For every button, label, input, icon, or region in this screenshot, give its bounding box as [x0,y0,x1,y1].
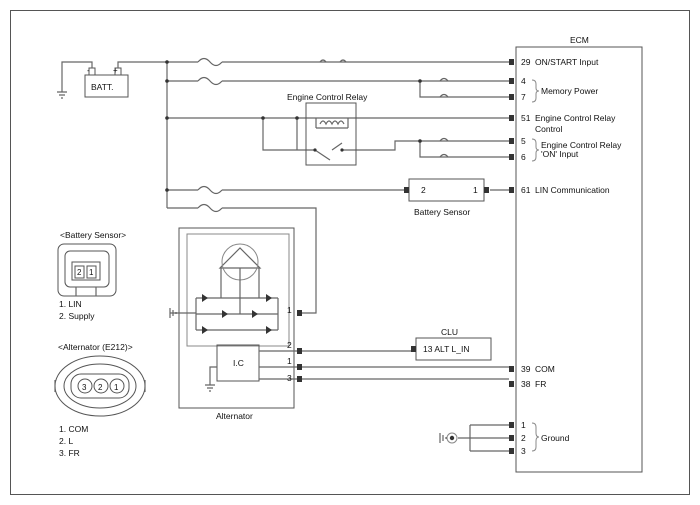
ecm-pin-label: LIN Communication [535,185,610,195]
alternator-pin: 1 [287,356,292,366]
alternator-pin: 2 [287,340,292,350]
battery-sensor-face-number: 2 [77,268,82,277]
engine-control-relay-label: Engine Control Relay [287,92,368,102]
alternator-face-number: 2 [98,383,103,392]
ecm-pin-number: 61 [521,185,531,195]
alternator-pin-desc: 2. L [59,436,73,446]
svg-text:-: - [87,66,90,75]
battery-sensor-face-number: 1 [89,268,94,277]
alternator-pin-desc: 1. COM [59,424,88,434]
alternator-connector-face [54,355,146,417]
alternator-wiring [302,350,509,380]
ecm-block [515,46,643,473]
battery-sensor-connector-title: <Battery Sensor> [60,230,126,240]
alternator-block [169,227,302,409]
ground-label: Ground [541,433,570,443]
relay-on-brace [531,138,540,162]
battery-sensor-pin: 1 [473,185,478,195]
ecm-pin-number: 7 [521,92,526,102]
ecm-pin-number: 1 [521,420,526,430]
alternator-pin: 1 [287,305,292,315]
alternator-connector-title: <Alternator (E212)> [58,342,133,352]
ecm-pin-number: 2 [521,433,526,443]
ecm-pin-number: 29 [521,57,531,67]
ecm-pin-number: 39 [521,364,531,374]
switch-contacts [165,59,449,192]
svg-text:+: + [113,66,118,75]
battery-sensor-pin-desc: 2. Supply [59,311,95,321]
diagram-frame [10,10,690,495]
ecm-ground-wiring [439,424,509,452]
memory-power-brace [531,79,540,103]
power-wiring [166,57,509,314]
ecm-pin-number: 5 [521,136,526,146]
battery-label: BATT. [91,82,114,92]
ecm-pin-label: COM [535,364,555,374]
ecm-control-label: Control [535,124,563,134]
ecm-pin-number: 38 [521,379,531,389]
ecm-pin-number: 3 [521,446,526,456]
clu-title: CLU [441,327,458,337]
memory-power-label: Memory Power [541,86,598,96]
ground-brace [531,422,540,452]
alternator-pin: 3 [287,373,292,383]
alternator-pin-desc: 3. FR [59,448,80,458]
battery-sensor-label: Battery Sensor [414,207,470,217]
engine-control-relay [305,102,357,166]
battery-sensor-connector-face [57,243,117,297]
ecm-pin-label: Engine Control Relay [535,113,616,123]
ecm-pin-label: ON/START Input [535,57,599,67]
relay-on-label-1: Engine Control Relay [541,140,622,150]
battery-symbol: - + [57,61,167,99]
ecm-pin-number: 51 [521,113,531,123]
relay-on-label-2: 'ON' Input [541,149,579,159]
ecm-pin-number: 6 [521,152,526,162]
clu-block [411,337,492,361]
alternator-face-number: 3 [82,383,87,392]
battery-sensor-pin-desc: 1. LIN [59,299,82,309]
alternator-face-number: 1 [114,383,119,392]
ecm-pins [509,59,514,454]
battery-sensor-pin: 2 [421,185,426,195]
ecm-pin-label: FR [535,379,546,389]
clu-pin-label: 13 ALT L_IN [423,344,469,354]
alternator-label: Alternator [216,411,253,421]
battery-sensor-block [404,178,489,202]
alternator-ic-label: I.C [233,358,244,368]
ecm-title: ECM [570,35,589,45]
ecm-pin-number: 4 [521,76,526,86]
